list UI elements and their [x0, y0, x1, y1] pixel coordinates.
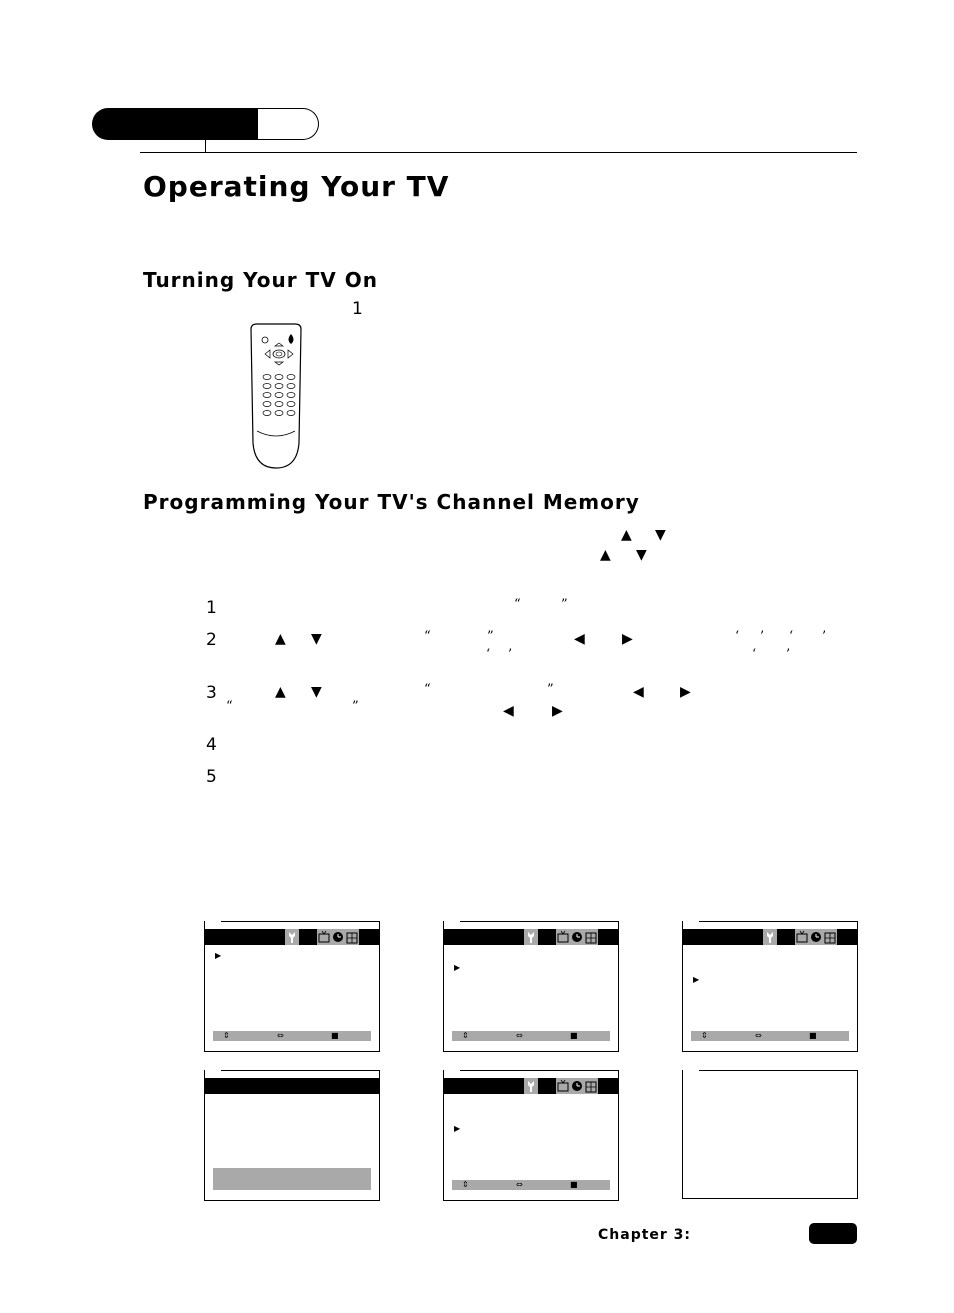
left-arrow-icon: ◀	[574, 631, 585, 647]
step-number: 5	[206, 767, 217, 787]
clock-icon	[809, 929, 823, 945]
open-single-quote: ‘	[735, 629, 740, 644]
menu-screen-1: ▶ ⇕⇔■	[204, 921, 380, 1052]
wrench-icon	[524, 929, 538, 945]
chapter-tab-dark	[92, 108, 262, 140]
close-quote: ”	[352, 699, 359, 714]
clock-icon	[570, 1078, 584, 1094]
down-arrow-icon: ▼	[311, 631, 322, 647]
tv-icon	[795, 929, 809, 945]
up-arrow-icon: ▲	[275, 684, 286, 700]
up-arrow-icon: ▲	[275, 631, 286, 647]
wrench-icon	[524, 1078, 538, 1094]
menu-screen-4	[204, 1070, 380, 1201]
step-number: 1	[206, 598, 217, 618]
menu-footer-bar: ⇕⇔■	[452, 1031, 610, 1041]
tv-icon	[556, 929, 570, 945]
step-number: 4	[206, 735, 217, 755]
menu-screen-5: ▶ ⇕⇔■	[443, 1070, 619, 1201]
open-single-quote: ‘	[752, 647, 757, 662]
open-quote: “	[424, 629, 431, 644]
up-arrow-icon: ▲	[621, 527, 632, 543]
close-single-quote: ’	[786, 647, 791, 662]
right-arrow-icon: ▶	[552, 703, 563, 719]
menu-screen-6	[682, 1070, 858, 1199]
open-quote: “	[424, 682, 431, 697]
open-quote: “	[514, 597, 521, 612]
menu-screen-2: ▶ ⇕⇔■	[443, 921, 619, 1052]
close-single-quote: ’	[508, 647, 513, 662]
menu-pointer: ▶	[693, 975, 700, 984]
page-title: Operating Your TV	[143, 170, 450, 203]
close-quote: ”	[487, 629, 494, 644]
menu-pointer: ▶	[454, 963, 461, 972]
chapter-tab-light	[258, 108, 319, 140]
tv-icon	[556, 1078, 570, 1094]
step-number: 1	[352, 299, 363, 319]
up-arrow-icon: ▲	[600, 547, 611, 563]
section-heading-turning-on: Turning Your TV On	[143, 268, 378, 292]
grid-icon	[823, 929, 837, 945]
down-arrow-icon: ▼	[311, 684, 322, 700]
progress-bar	[213, 1168, 371, 1190]
menu-pointer: ▶	[215, 951, 222, 960]
open-quote: “	[226, 699, 233, 714]
step-number: 2	[206, 630, 217, 650]
close-single-quote: ’	[822, 629, 827, 644]
left-arrow-icon: ◀	[633, 684, 644, 700]
tv-icon	[317, 929, 331, 945]
open-single-quote: ‘	[486, 647, 491, 662]
wrench-icon	[763, 929, 777, 945]
right-arrow-icon: ▶	[622, 631, 633, 647]
clock-icon	[570, 929, 584, 945]
header-rule	[140, 152, 857, 153]
menu-pointer: ▶	[454, 1124, 461, 1133]
menu-footer-bar: ⇕⇔■	[213, 1031, 371, 1041]
menu-footer-bar: ⇕⇔■	[691, 1031, 849, 1041]
remote-control-icon	[250, 323, 302, 469]
grid-icon	[584, 929, 598, 945]
down-arrow-icon: ▼	[636, 547, 647, 563]
close-quote: ”	[547, 682, 554, 697]
step-number: 3	[206, 683, 217, 703]
section-heading-programming: Programming Your TV's Channel Memory	[143, 490, 640, 514]
grid-icon	[345, 929, 359, 945]
right-arrow-icon: ▶	[680, 684, 691, 700]
chapter-footer: Chapter 3:	[598, 1227, 692, 1243]
menu-footer-bar: ⇕⇔■	[452, 1180, 610, 1190]
grid-icon	[584, 1078, 598, 1094]
close-single-quote: ’	[760, 629, 765, 644]
close-quote: ”	[561, 597, 568, 612]
wrench-icon	[285, 929, 299, 945]
clock-icon	[331, 929, 345, 945]
header-rule-tick	[205, 140, 206, 152]
left-arrow-icon: ◀	[503, 703, 514, 719]
open-single-quote: ‘	[789, 629, 794, 644]
menu-screen-3: ▶ ⇕⇔■	[682, 921, 858, 1052]
down-arrow-icon: ▼	[655, 527, 666, 543]
page-number-badge	[809, 1223, 857, 1244]
